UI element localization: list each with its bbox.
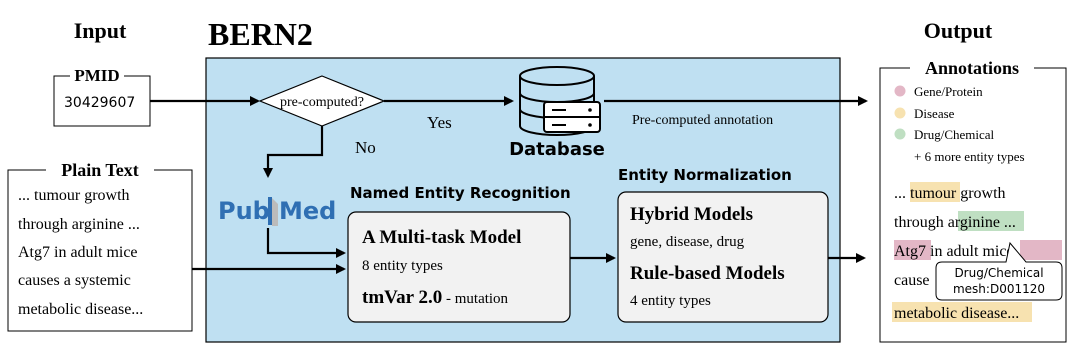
output-line: ... tumour growth	[894, 185, 1006, 202]
ner-model2-name: tmVar 2.0	[362, 287, 442, 308]
pmid-value: 30429607	[64, 95, 135, 111]
arrow-decision-to-pubmed	[263, 126, 324, 178]
ner-box	[347, 211, 571, 323]
legend-gene-label: Gene/Protein	[914, 84, 983, 99]
plain-text-box	[7, 169, 193, 332]
highlight-atg7	[894, 240, 931, 260]
pubmed-logo-right: Med	[279, 197, 336, 225]
legend-more-types: + 6 more entity types	[914, 149, 1025, 164]
legend-drug-swatch	[894, 128, 906, 140]
output-text: ...	[1000, 214, 1016, 231]
database-label: Database	[509, 139, 605, 160]
normalization-title: Entity Normalization	[618, 166, 792, 184]
output-line: through arginine ...	[894, 214, 1016, 231]
entity-metabolic-disease: metabolic disease	[894, 305, 1007, 322]
output-text: through	[894, 214, 948, 231]
pubmed-logo-left: Pub	[218, 197, 270, 225]
pubmed-logo-bar	[268, 197, 272, 225]
ner-model1-name: A Multi-task Model	[362, 227, 521, 248]
normalization-model1-name: Hybrid Models	[630, 204, 753, 225]
plain-text-line: through arginine ...	[18, 216, 140, 233]
entity-tumour: tumour	[910, 185, 957, 202]
annotations-label: Annotations	[925, 58, 1019, 78]
tooltip-id: mesh:D001120	[953, 282, 1045, 296]
highlight-arginine	[958, 211, 1024, 231]
entity-tooltip: Drug/Chemical mesh:D001120	[935, 241, 1063, 301]
normalization-box	[617, 191, 829, 323]
legend-gene-swatch	[894, 85, 906, 97]
normalization-model1-desc: gene, disease, drug	[630, 234, 745, 250]
ner-model2-desc: - mutation	[442, 291, 508, 307]
output-text: growth	[956, 185, 1005, 202]
normalization-model2-desc: 4 entity types	[630, 293, 711, 309]
annotations-box	[879, 67, 1067, 343]
database-icon	[519, 66, 601, 136]
plain-text-line: ... tumour growth	[18, 187, 130, 204]
plain-text-line: Atg7 in adult mice	[18, 244, 138, 261]
output-line: metabolic disease...	[894, 305, 1019, 322]
entity-mice: mice	[982, 243, 1013, 260]
entity-arginine: arginine	[948, 214, 1000, 231]
highlight-mice	[1020, 240, 1062, 260]
decision-question: pre-computed?	[280, 95, 364, 110]
pmid-label: PMID	[74, 66, 119, 85]
output-line: Atg7 in adult mice	[894, 243, 1014, 260]
ner-model1-desc: 8 entity types	[362, 258, 443, 274]
normalization-model2-name: Rule-based Models	[630, 263, 785, 284]
legend-disease-label: Disease	[914, 106, 955, 121]
output-line-cause: cause	[894, 272, 930, 289]
tooltip-type: Drug/Chemical	[954, 266, 1043, 280]
plain-text-label-bg	[46, 161, 154, 179]
legend-drug-label: Drug/Chemical	[914, 127, 995, 142]
highlight-metabolic-disease	[892, 302, 1032, 322]
plain-text-label: Plain Text	[61, 160, 139, 180]
entity-atg7: Atg7	[894, 243, 926, 260]
input-header: Input	[74, 18, 127, 43]
ner-model2: tmVar 2.0 - mutation	[362, 287, 509, 308]
pubmed-logo-fold	[272, 198, 278, 226]
pmid-box	[53, 75, 151, 127]
ner-title: Named Entity Recognition	[350, 184, 571, 202]
legend-disease-swatch	[894, 107, 906, 119]
pmid-label-bg	[70, 68, 124, 84]
output-text: in adult	[926, 243, 982, 260]
plain-text-line: metabolic disease...	[18, 301, 143, 318]
precomputed-annotation-label: Pre-computed annotation	[632, 113, 773, 128]
highlight-tumour	[910, 182, 960, 202]
system-title: BERN2	[208, 16, 313, 52]
decision-no-label: No	[355, 138, 376, 157]
output-text: ...	[894, 185, 910, 202]
decision-yes-label: Yes	[427, 113, 452, 132]
annotations-label-bg	[910, 58, 1034, 76]
pubmed-logo: Pub Med	[218, 197, 336, 226]
plain-text-line: causes a systemic	[18, 272, 131, 289]
output-header: Output	[924, 18, 993, 43]
output-text: ...	[1007, 305, 1019, 322]
arrow-pubmed-to-ner	[266, 228, 346, 258]
